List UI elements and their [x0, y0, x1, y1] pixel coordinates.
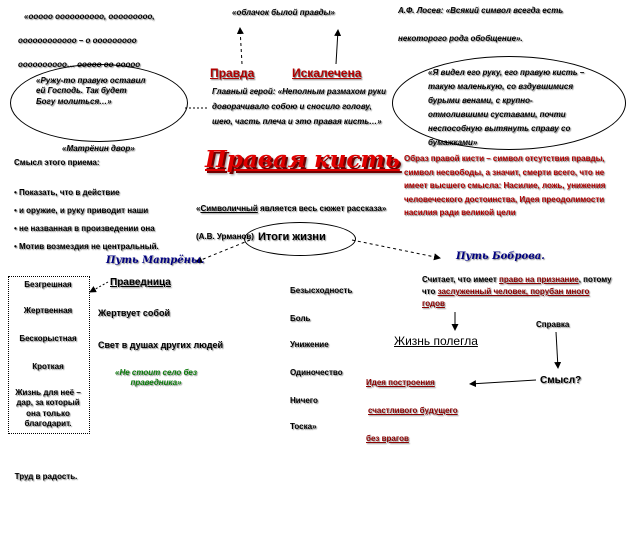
arrow-to-traits — [89, 281, 109, 293]
arrow-iskalechena-up — [334, 29, 342, 65]
center-oval — [244, 222, 356, 256]
state-6: Тоска» — [290, 422, 317, 431]
page-title: Правая кисть — [205, 146, 400, 173]
losev-quote-2: некоторого рода обобщение». — [398, 34, 523, 43]
trait-1: Безгрешная — [24, 280, 72, 289]
center-oval-text: Итоги жизни — [258, 231, 326, 243]
arrow-smysl-idea — [469, 379, 537, 388]
top-center-quote: «облачок былой правды» — [232, 8, 335, 17]
heading-pravda: Правда — [210, 66, 255, 80]
arrow-to-smysl — [554, 331, 562, 369]
arrow-to-bobrov — [351, 239, 441, 261]
state-2: Боль — [290, 314, 311, 323]
top-left-fragment-1: «ооооо оооооооооо, ооооооооо, — [24, 12, 155, 21]
author-note: (А.В. Урманов) — [196, 232, 254, 241]
hero-quote: Главный герой: «Неполным размахом руки д… — [212, 87, 386, 127]
method-item-2: • и оружие, и руку приводит наши — [14, 206, 149, 215]
trait-2: Жертвенная — [23, 306, 73, 315]
symbol-line: «Символичный является весь сюжет рассказ… — [196, 204, 387, 213]
pravednitsa: Праведница — [110, 277, 171, 288]
state-3: Унижение — [290, 340, 329, 349]
arrow-to-matryona — [195, 239, 251, 263]
losev-quote-1: А.Ф. Лосев: «Всякий символ всегда есть — [398, 6, 564, 15]
bobrov-belief: Считает, что имеет право на признание, п… — [422, 275, 612, 308]
heading-iskalechena: Искалечена — [292, 66, 362, 80]
state-1: Безысходность — [290, 286, 353, 295]
method-item-1: • Показать, что в действие — [14, 188, 120, 197]
idea-line-1: Идея построения — [366, 378, 435, 387]
trait-4: Кроткая — [32, 362, 64, 371]
right-oval — [392, 56, 626, 150]
life-wasted: Жизнь полегла — [394, 334, 478, 348]
proverb: «Не стоит село без праведника» — [115, 368, 197, 388]
top-left-fragment-2: оооооооооооо – о ооооооооо — [18, 36, 137, 45]
path-bobrov: Путь Боброва. — [456, 251, 545, 262]
left-oval-quote: «Ружу-то правую оставил ей Господь. Так … — [36, 76, 146, 106]
method-heading: Смысл этого приема: — [14, 158, 100, 167]
idea-line-2: счастливого будущего — [368, 406, 458, 415]
spravka: Справка — [536, 320, 570, 329]
arrow-pravda-up — [236, 27, 244, 65]
method-item-4: • Мотив возмездия не центральный. — [14, 242, 159, 251]
state-5: Ничего — [290, 396, 318, 405]
sacrifices: Жертвует собой — [98, 308, 171, 318]
trait-6: Труд в радость. — [14, 472, 78, 481]
idea-line-3: без врагов — [366, 434, 409, 443]
path-matryona: Путь Матрёны. — [106, 255, 205, 266]
trait-3: Бескорыстная — [19, 334, 77, 343]
method-item-3: • не названная в произведении она — [14, 224, 155, 233]
symbol-description: Образ правой кисти – символ отсутствия п… — [404, 154, 606, 218]
light-in-souls: Свет в душах других людей — [98, 340, 224, 350]
matryona-traits-box — [8, 276, 90, 434]
right-oval-quote: «Я видел его руку, его правую кисть – та… — [428, 68, 585, 147]
smysl: Смысл? — [540, 375, 582, 386]
state-4: Одиночество — [290, 368, 343, 377]
matryona-source: «Матрёнин двор» — [62, 144, 135, 153]
left-oval — [10, 64, 188, 142]
trait-5: Жизнь для неё – дар, за который она толь… — [15, 388, 81, 429]
